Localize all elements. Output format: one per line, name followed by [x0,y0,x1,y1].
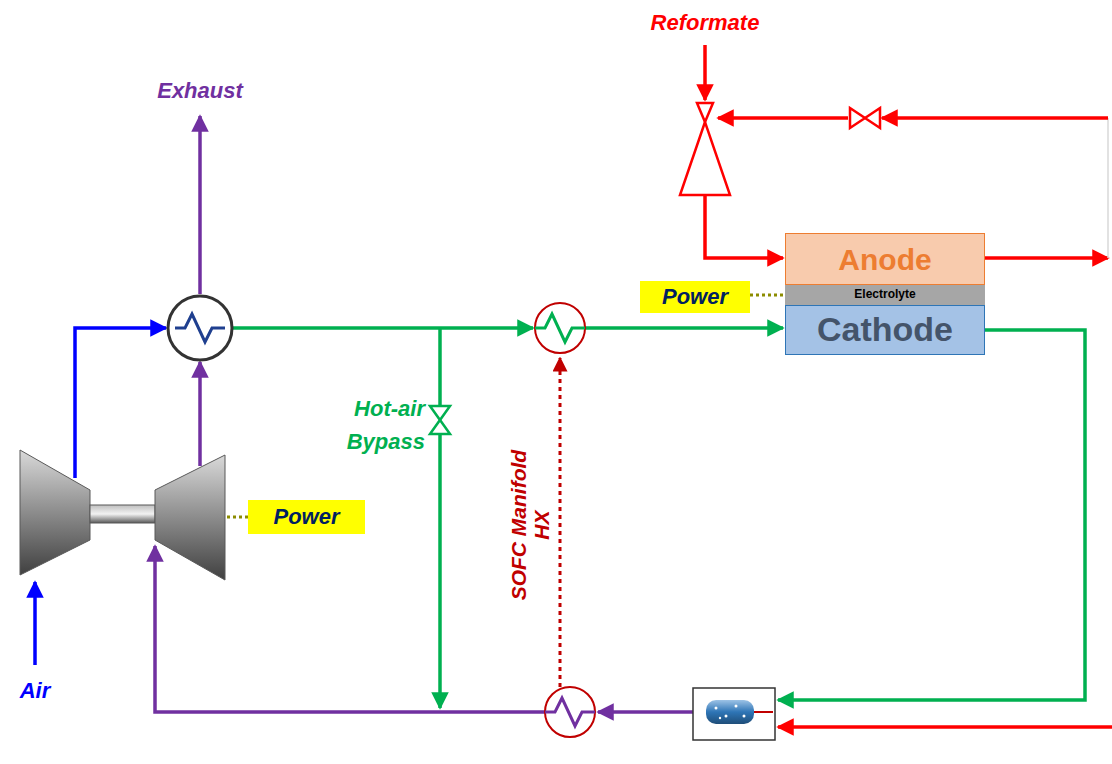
stream-label: Reformate [635,10,775,36]
power-link [750,294,785,297]
valve-label: Hot-air Bypass [318,392,425,458]
node-text: Cathode [817,311,953,348]
node-text: Electrolyte [854,288,915,301]
node-text: Power [273,505,339,529]
anode-box: Anode [785,233,985,285]
stream-label: Air [5,678,65,704]
stream-label: Exhaust [140,78,260,104]
node-text: Power [662,285,728,309]
power-box: Power [248,500,365,534]
cathode-box: Cathode [785,305,985,355]
electrolyte-band: Electrolyte [785,285,985,305]
hx-label: SOFC Manifold HX [507,440,553,610]
node-text: Anode [838,243,931,276]
power-box: Power [640,281,750,313]
